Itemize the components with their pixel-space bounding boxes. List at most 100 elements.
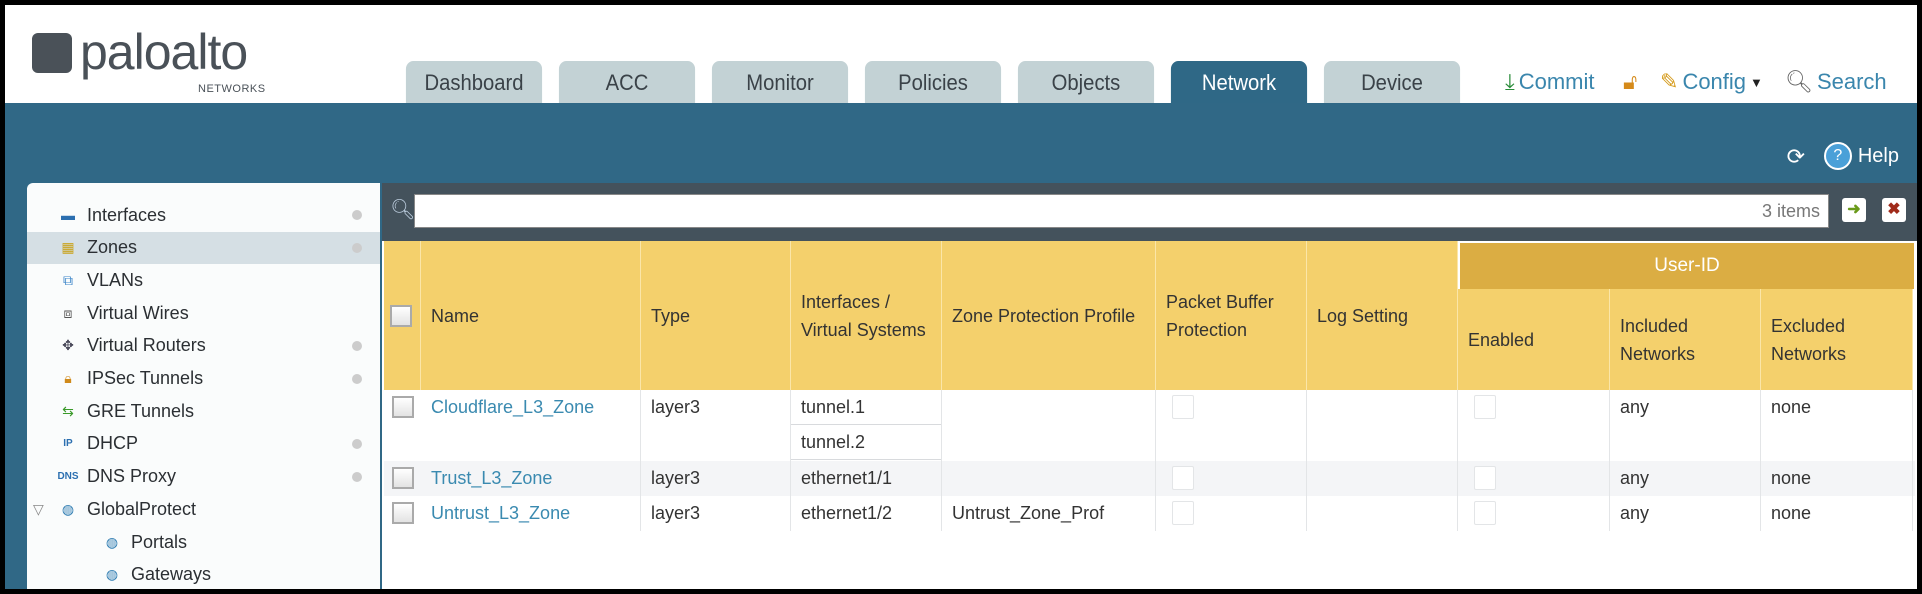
sidebar-item-dhcp[interactable]: IP DHCP xyxy=(27,428,380,460)
cell-packet-buffer xyxy=(1156,496,1307,531)
column-header-type[interactable]: Type xyxy=(641,241,791,390)
column-header-label: Enabled xyxy=(1468,329,1535,350)
magnifier-icon: 🔍︎ xyxy=(1785,69,1813,94)
cell-name[interactable]: Trust_L3_Zone xyxy=(421,461,641,496)
tab-acc[interactable]: ACC xyxy=(558,61,696,103)
sidebar-item-label: Portals xyxy=(131,531,188,552)
cell-interfaces: ethernet1/1 xyxy=(791,461,942,496)
search-label: Search xyxy=(1816,69,1887,94)
sidebar-item-dns-proxy[interactable]: DNS DNS Proxy xyxy=(27,461,380,493)
logo-subtext: NETWORKS xyxy=(198,83,266,95)
tab-network[interactable]: Network xyxy=(1170,61,1308,103)
item-count: 3 items xyxy=(1761,201,1820,221)
column-header-included-networks[interactable]: Included Networks xyxy=(1610,289,1761,390)
sidebar-item-globalprotect[interactable]: ▽◍GlobalProtect xyxy=(27,493,380,525)
cell-included-networks: any xyxy=(1610,496,1761,531)
user-id-enabled-checkbox xyxy=(1474,466,1496,490)
app-window: paloalto NETWORKS Dashboard ACC Monitor Pol… xyxy=(5,5,1917,589)
sidebar-item-gateways[interactable]: ◍ Gateways xyxy=(27,559,380,589)
sidebar-item-label: DNS Proxy xyxy=(87,466,177,487)
cell-packet-buffer xyxy=(1156,461,1307,496)
zones-icon: ▦ xyxy=(61,239,75,256)
cell-included-networks: any xyxy=(1610,390,1761,461)
cell-name[interactable]: Untrust_L3_Zone xyxy=(421,496,641,531)
sidebar-item-label: DHCP xyxy=(87,433,139,454)
row-checkbox[interactable] xyxy=(392,502,414,524)
cell-zone-protection xyxy=(942,461,1156,496)
interface-entry: tunnel.1 xyxy=(791,390,941,425)
cell-enabled xyxy=(1458,461,1610,496)
select-all-checkbox[interactable] xyxy=(390,304,412,327)
config-icon: ✎ xyxy=(1660,69,1679,94)
help-label: Help xyxy=(1857,144,1899,167)
cell-enabled xyxy=(1458,390,1610,461)
sidebar-item-label: VLANs xyxy=(87,269,144,290)
help-button[interactable]: ?Help xyxy=(1823,142,1899,170)
apply-filter-button[interactable]: ➜ xyxy=(1842,198,1866,222)
column-header-interfaces[interactable]: Interfaces / Virtual Systems xyxy=(791,241,942,390)
sidebar-item-portals[interactable]: ◍ Portals xyxy=(27,526,380,558)
sidebar-item-label: Virtual Wires xyxy=(87,302,189,323)
sidebar-item-ipsec-tunnels[interactable]: 🔒︎IPSec Tunnels xyxy=(27,363,380,395)
status-dot xyxy=(352,210,362,220)
row-checkbox[interactable] xyxy=(392,396,414,418)
column-header-enabled[interactable]: Enabled xyxy=(1458,289,1610,390)
search-button[interactable]: 🔍︎Search xyxy=(1785,69,1887,95)
commit-icon: ⤓ xyxy=(1505,69,1515,94)
cell-included-networks: any xyxy=(1610,461,1761,496)
cell-name[interactable]: Cloudflare_L3_Zone xyxy=(421,390,641,461)
sidebar: ▬Interfaces▦Zones⧉VLANs⧈Virtual Wires ✥ Vi… xyxy=(27,183,380,589)
gateways-icon: ◍ xyxy=(105,566,119,583)
tab-dashboard[interactable]: Dashboard xyxy=(405,61,543,103)
column-header-label: Type xyxy=(651,305,691,326)
sidebar-item-label: Virtual Routers xyxy=(87,335,206,356)
lock-button[interactable]: 🔓︎ xyxy=(1623,69,1637,95)
sidebar-item-label: Gateways xyxy=(131,564,212,585)
sidebar-item-vlans[interactable]: ⧉VLANs xyxy=(27,264,380,296)
interface-entry: ethernet1/2 xyxy=(801,503,893,523)
column-header-name[interactable]: Name xyxy=(421,241,641,390)
dhcp-icon: IP xyxy=(63,438,73,450)
config-menu[interactable]: ✎Config▼ xyxy=(1660,69,1763,95)
expand-triangle-icon[interactable]: ▽ xyxy=(33,500,44,517)
filter-input[interactable]: 3 items xyxy=(414,194,1829,228)
ipsec-tunnels-icon: 🔒︎ xyxy=(64,370,72,386)
top-header: paloalto NETWORKS Dashboard ACC Monitor Pol… xyxy=(5,5,1917,103)
row-checkbox[interactable] xyxy=(392,467,414,489)
cell-enabled xyxy=(1458,496,1610,531)
dns-proxy-icon: DNS xyxy=(57,471,79,483)
sidebar-item-virtual-routers[interactable]: ✥ Virtual Routers xyxy=(27,330,380,362)
tab-device[interactable]: Device xyxy=(1323,61,1461,103)
sidebar-item-zones[interactable]: ▦Zones xyxy=(27,231,380,264)
tab-policies[interactable]: Policies xyxy=(864,61,1002,103)
commit-button[interactable]: ⤓Commit xyxy=(1505,69,1595,95)
column-header-log-setting[interactable]: Log Setting xyxy=(1307,241,1458,390)
portals-icon: ◍ xyxy=(105,533,119,550)
clear-filter-button[interactable]: ✖ xyxy=(1882,198,1906,222)
tab-monitor[interactable]: Monitor xyxy=(711,61,849,103)
cell-interfaces: ethernet1/2 xyxy=(791,496,942,531)
sidebar-item-gre-tunnels[interactable]: ⇆ GRE Tunnels xyxy=(27,395,380,427)
cell-log-setting xyxy=(1307,496,1458,531)
column-header-excluded-networks[interactable]: Excluded Networks xyxy=(1761,289,1913,390)
refresh-icon[interactable]: ⟳ xyxy=(1786,144,1805,169)
tab-objects[interactable]: Objects xyxy=(1017,61,1155,103)
lock-icon: 🔓︎ xyxy=(1623,69,1638,94)
interface-entry: ethernet1/1 xyxy=(801,468,893,488)
status-dot xyxy=(352,438,362,449)
gre-tunnels-icon: ⇆ xyxy=(62,402,74,419)
sidebar-item-label: GRE Tunnels xyxy=(87,400,195,421)
paloalto-logo: paloalto NETWORKS xyxy=(32,27,302,97)
sidebar-item-virtual-wires[interactable]: ⧈Virtual Wires xyxy=(27,297,380,329)
sidebar-item-interfaces[interactable]: ▬Interfaces xyxy=(27,199,380,231)
column-header-packet-buffer[interactable]: Packet Buffer Protection xyxy=(1156,241,1307,390)
sidebar-item-label: Interfaces xyxy=(87,204,167,225)
virtual-routers-icon: ✥ xyxy=(62,337,74,354)
commit-label: Commit xyxy=(1518,69,1595,94)
column-header-zone-protection[interactable]: Zone Protection Profile xyxy=(942,241,1156,390)
interface-entry: tunnel.2 xyxy=(791,425,941,460)
status-dot xyxy=(352,373,362,384)
column-header-label: Packet Buffer Protection xyxy=(1166,291,1274,340)
